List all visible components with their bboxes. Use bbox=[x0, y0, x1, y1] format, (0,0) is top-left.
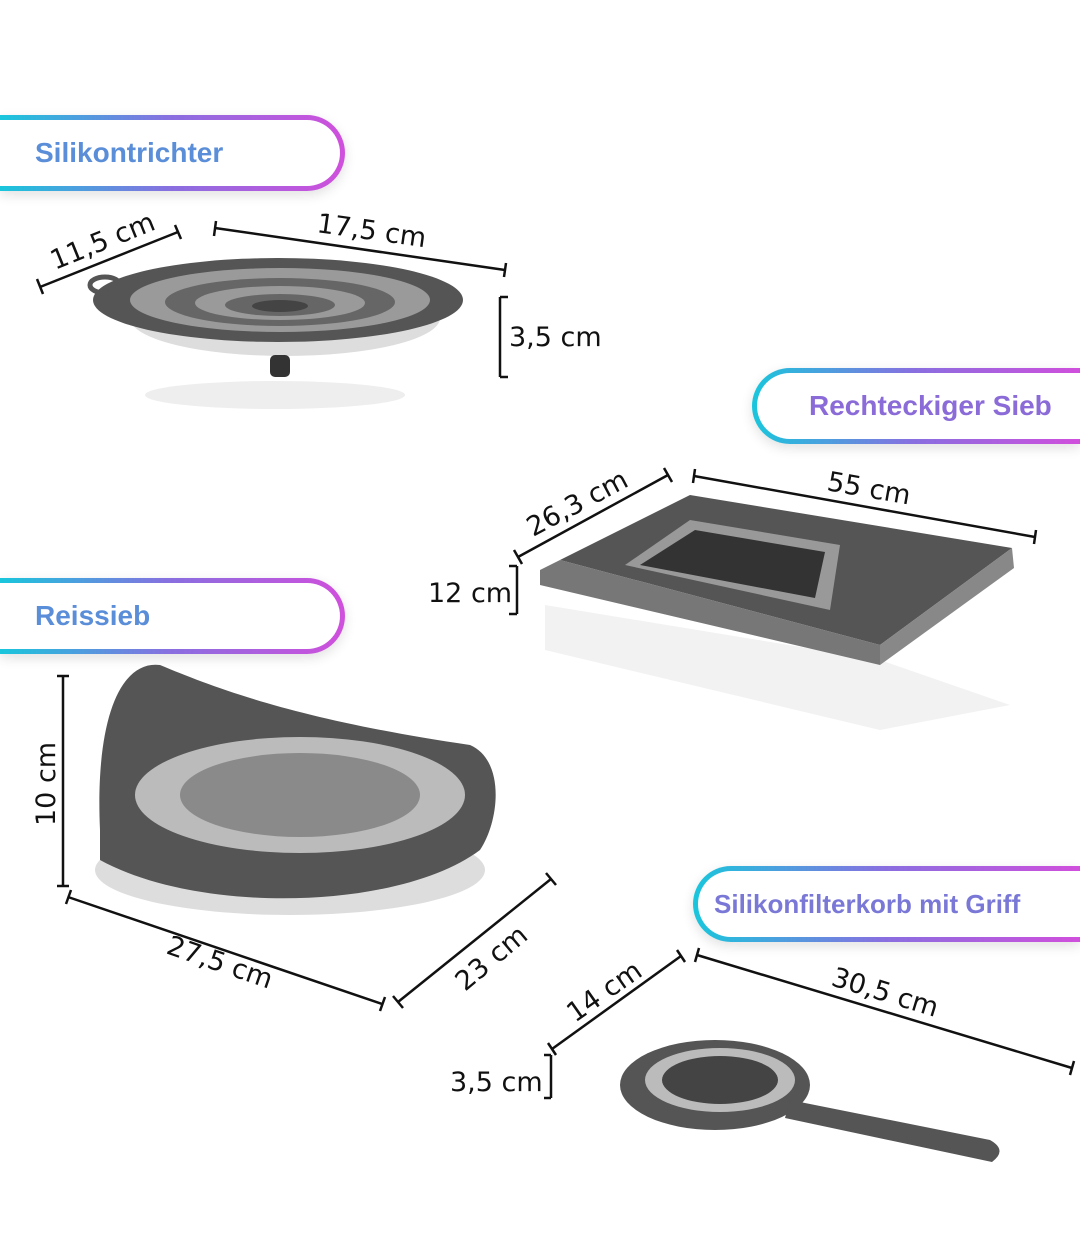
svg-text:10 cm: 10 cm bbox=[31, 742, 62, 826]
funnel-product bbox=[87, 258, 463, 409]
label-silikontrichter: Silikontrichter bbox=[0, 115, 345, 191]
svg-text:11,5 cm: 11,5 cm bbox=[46, 207, 159, 277]
label-text: Reissieb bbox=[35, 600, 151, 631]
label-reissieb: Reissieb bbox=[0, 578, 345, 654]
dim-basket-width: 14 cm bbox=[546, 949, 687, 1056]
dim-rice-length: 27,5 cm bbox=[64, 889, 387, 1012]
dim-funnel-length: 17,5 cm bbox=[212, 208, 508, 278]
filter-basket-product bbox=[620, 1040, 1000, 1162]
rice-sieve-product bbox=[95, 664, 496, 915]
label-text: Silikontrichter bbox=[35, 137, 224, 168]
rectangular-sieve-product bbox=[540, 495, 1014, 730]
label-rechteckiger-sieb: Rechteckiger Sieb bbox=[752, 368, 1080, 444]
svg-text:30,5 cm: 30,5 cm bbox=[828, 962, 942, 1024]
dim-rect-width: 26,3 cm bbox=[512, 464, 674, 565]
svg-text:23 cm: 23 cm bbox=[450, 920, 534, 998]
svg-text:27,5 cm: 27,5 cm bbox=[163, 930, 277, 995]
svg-text:12 cm: 12 cm bbox=[428, 578, 512, 609]
dim-rect-length: 55 cm bbox=[691, 466, 1038, 545]
svg-text:3,5 cm: 3,5 cm bbox=[509, 322, 602, 353]
label-text: Silikonfilterkorb mit Griff bbox=[714, 888, 1021, 919]
dim-rice-height: 10 cm bbox=[31, 674, 69, 888]
dim-funnel-height: 3,5 cm bbox=[498, 295, 602, 379]
svg-text:3,5 cm: 3,5 cm bbox=[450, 1067, 543, 1098]
dim-basket-height: 3,5 cm bbox=[450, 1053, 553, 1100]
dim-rect-height: 12 cm bbox=[428, 564, 519, 616]
label-silikonfilterkorb: Silikonfilterkorb mit Griff bbox=[693, 866, 1080, 942]
svg-text:14 cm: 14 cm bbox=[561, 955, 648, 1029]
label-text: Rechteckiger Sieb bbox=[809, 390, 1052, 421]
dim-rice-width: 23 cm bbox=[392, 872, 557, 1009]
dim-basket-length: 30,5 cm bbox=[693, 947, 1076, 1076]
dim-funnel-width: 11,5 cm bbox=[35, 207, 183, 295]
svg-text:17,5 cm: 17,5 cm bbox=[315, 208, 428, 254]
svg-text:55 cm: 55 cm bbox=[825, 466, 913, 511]
